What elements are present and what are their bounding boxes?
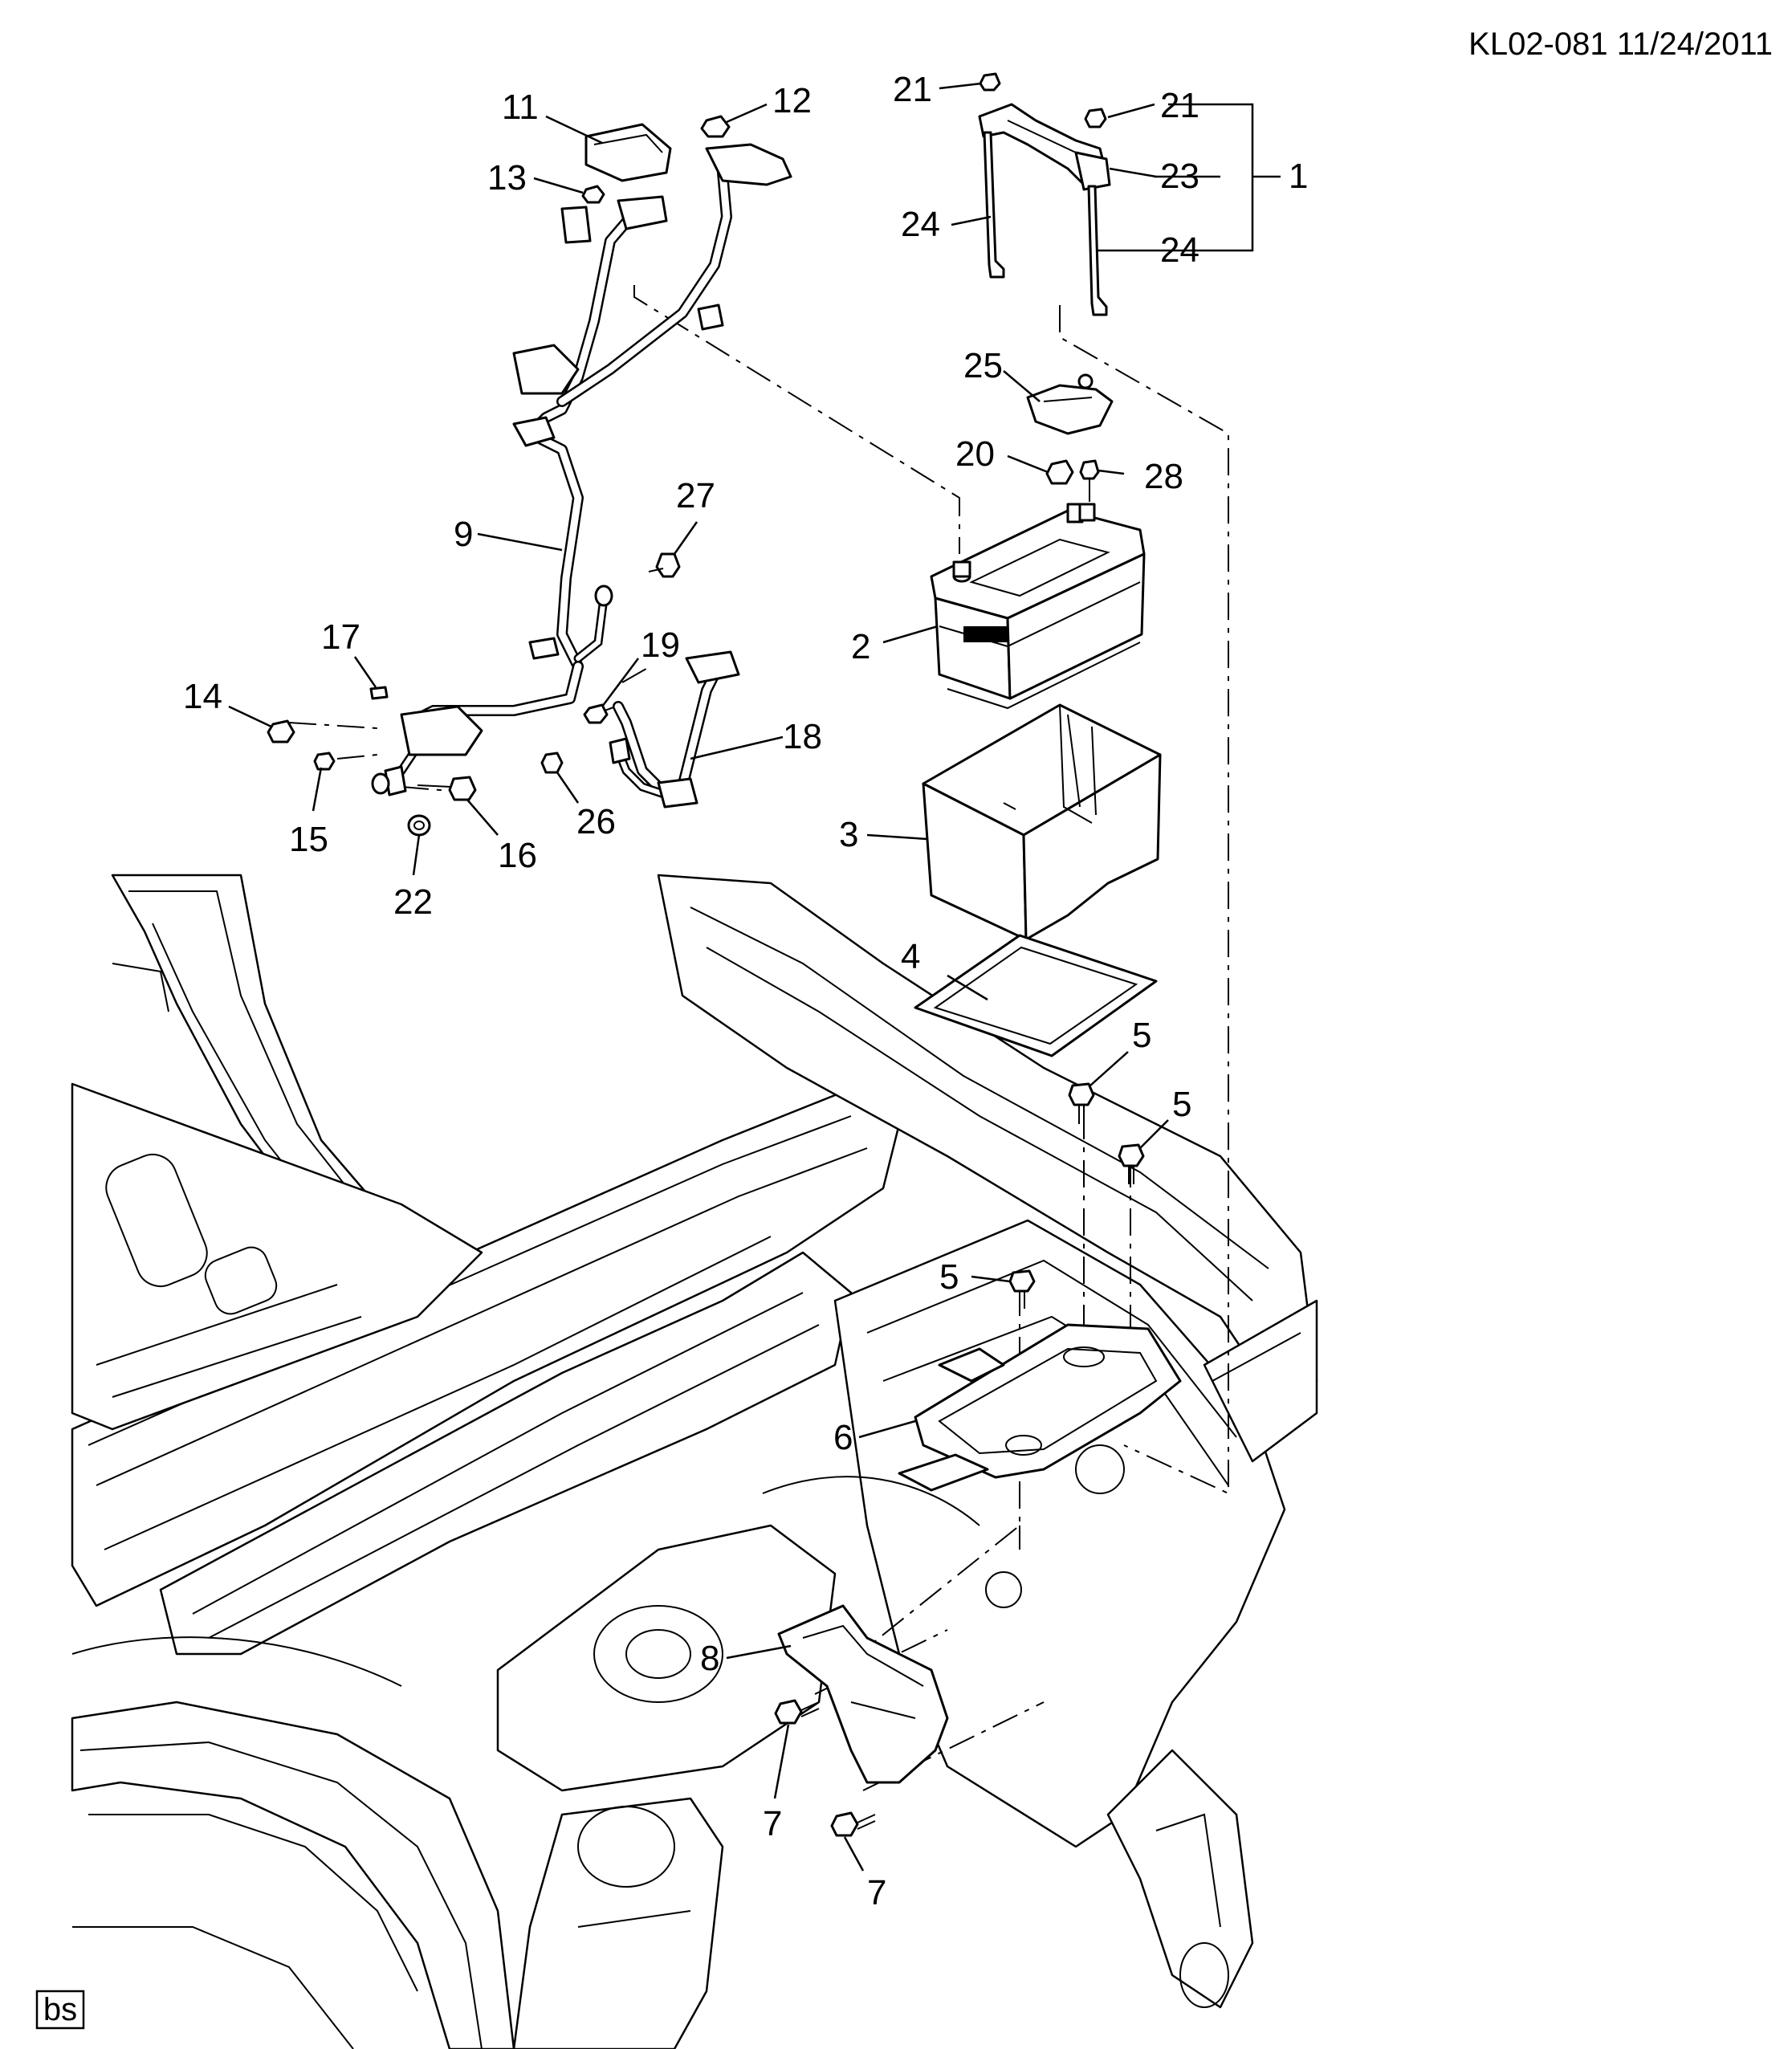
- callout-21-left: 21: [893, 70, 932, 109]
- part-15-nut: [313, 752, 336, 771]
- part-24-rod-left: [983, 131, 1005, 279]
- callout-6: 6: [833, 1418, 853, 1457]
- assembly-center-lines: [288, 285, 1229, 1791]
- leader-lines: [228, 82, 1281, 1872]
- part-23-hold-down-bracket: [978, 103, 1111, 191]
- callout-24-right: 24: [1160, 230, 1199, 270]
- part-8-tray-support: [777, 1604, 949, 1784]
- callout-7-a: 7: [763, 1804, 782, 1843]
- part-14-nut: [267, 719, 295, 743]
- callout-9: 9: [454, 515, 473, 554]
- part-16-bolt: [417, 776, 477, 801]
- callout-8: 8: [700, 1639, 719, 1678]
- callout-25: 25: [963, 346, 1003, 385]
- part-3-battery-insulator: [922, 703, 1162, 941]
- callout-5-c: 5: [939, 1257, 959, 1297]
- part-21-nut-right: [1084, 108, 1107, 128]
- callout-24-left: 24: [901, 205, 940, 244]
- part-28-terminal-bolt: [1079, 459, 1100, 502]
- callout-3: 3: [839, 815, 858, 854]
- part-25-terminal-connector: [1026, 373, 1114, 435]
- callout-17: 17: [321, 617, 360, 657]
- part-27-bolt: [648, 552, 681, 578]
- callout-13: 13: [487, 158, 527, 198]
- callout-22: 22: [393, 882, 433, 922]
- part-20-terminal-nut: [1045, 459, 1074, 485]
- drawing-code: KL02-081 11/24/2011: [1468, 26, 1773, 62]
- callout-14: 14: [183, 677, 222, 716]
- part-24-rod-right: [1087, 185, 1108, 316]
- part-7-bolt-b: [830, 1811, 876, 1837]
- callout-18: 18: [783, 717, 822, 756]
- vehicle-body-structure: [71, 874, 1318, 2049]
- part-22-grommet: [407, 814, 431, 837]
- callout-26: 26: [576, 802, 616, 841]
- part-11-fuse-block-cover: [584, 123, 672, 182]
- part-9-battery-cable: [371, 143, 792, 796]
- callout-15: 15: [289, 820, 328, 859]
- callout-5-a: 5: [1132, 1016, 1151, 1055]
- callout-5-b: 5: [1172, 1085, 1191, 1124]
- battery-label-hatch: [963, 626, 1008, 642]
- callout-labels: 1 21 23 24 21 24 11 12 13 25 20 28 27 9 …: [183, 70, 1308, 1913]
- artist-stamp: bs: [35, 1990, 85, 2030]
- callout-1: 1: [1289, 157, 1308, 196]
- callout-16: 16: [498, 836, 537, 875]
- part-2-battery: [930, 503, 1146, 710]
- callout-28: 28: [1144, 457, 1183, 496]
- callout-21-right: 21: [1160, 86, 1199, 125]
- part-4-battery-pad: [914, 934, 1158, 1057]
- callout-27: 27: [676, 476, 715, 515]
- callout-23: 23: [1160, 157, 1199, 196]
- part-12-nut: [700, 115, 731, 138]
- callout-7-b: 7: [867, 1873, 886, 1913]
- callout-4: 4: [901, 937, 920, 976]
- part-6-battery-tray: [898, 1323, 1182, 1492]
- callout-19: 19: [641, 625, 680, 665]
- part-17-clip: [369, 686, 389, 700]
- part-5-bolt-a: [1068, 1082, 1095, 1124]
- callout-2: 2: [851, 627, 870, 666]
- part-21-nut-left: [979, 72, 1001, 92]
- artist-stamp-text: bs: [43, 1992, 77, 2027]
- callout-12: 12: [772, 81, 812, 120]
- callout-11: 11: [502, 88, 539, 127]
- callout-20: 20: [955, 434, 995, 474]
- part-26-nut: [540, 752, 564, 774]
- part-7-bolt-a: [774, 1699, 820, 1725]
- part-13-nut: [581, 185, 605, 204]
- part-19-nut: [583, 703, 609, 724]
- part-18-negative-cable: [609, 650, 740, 809]
- part-5-bolt-b: [1118, 1143, 1145, 1184]
